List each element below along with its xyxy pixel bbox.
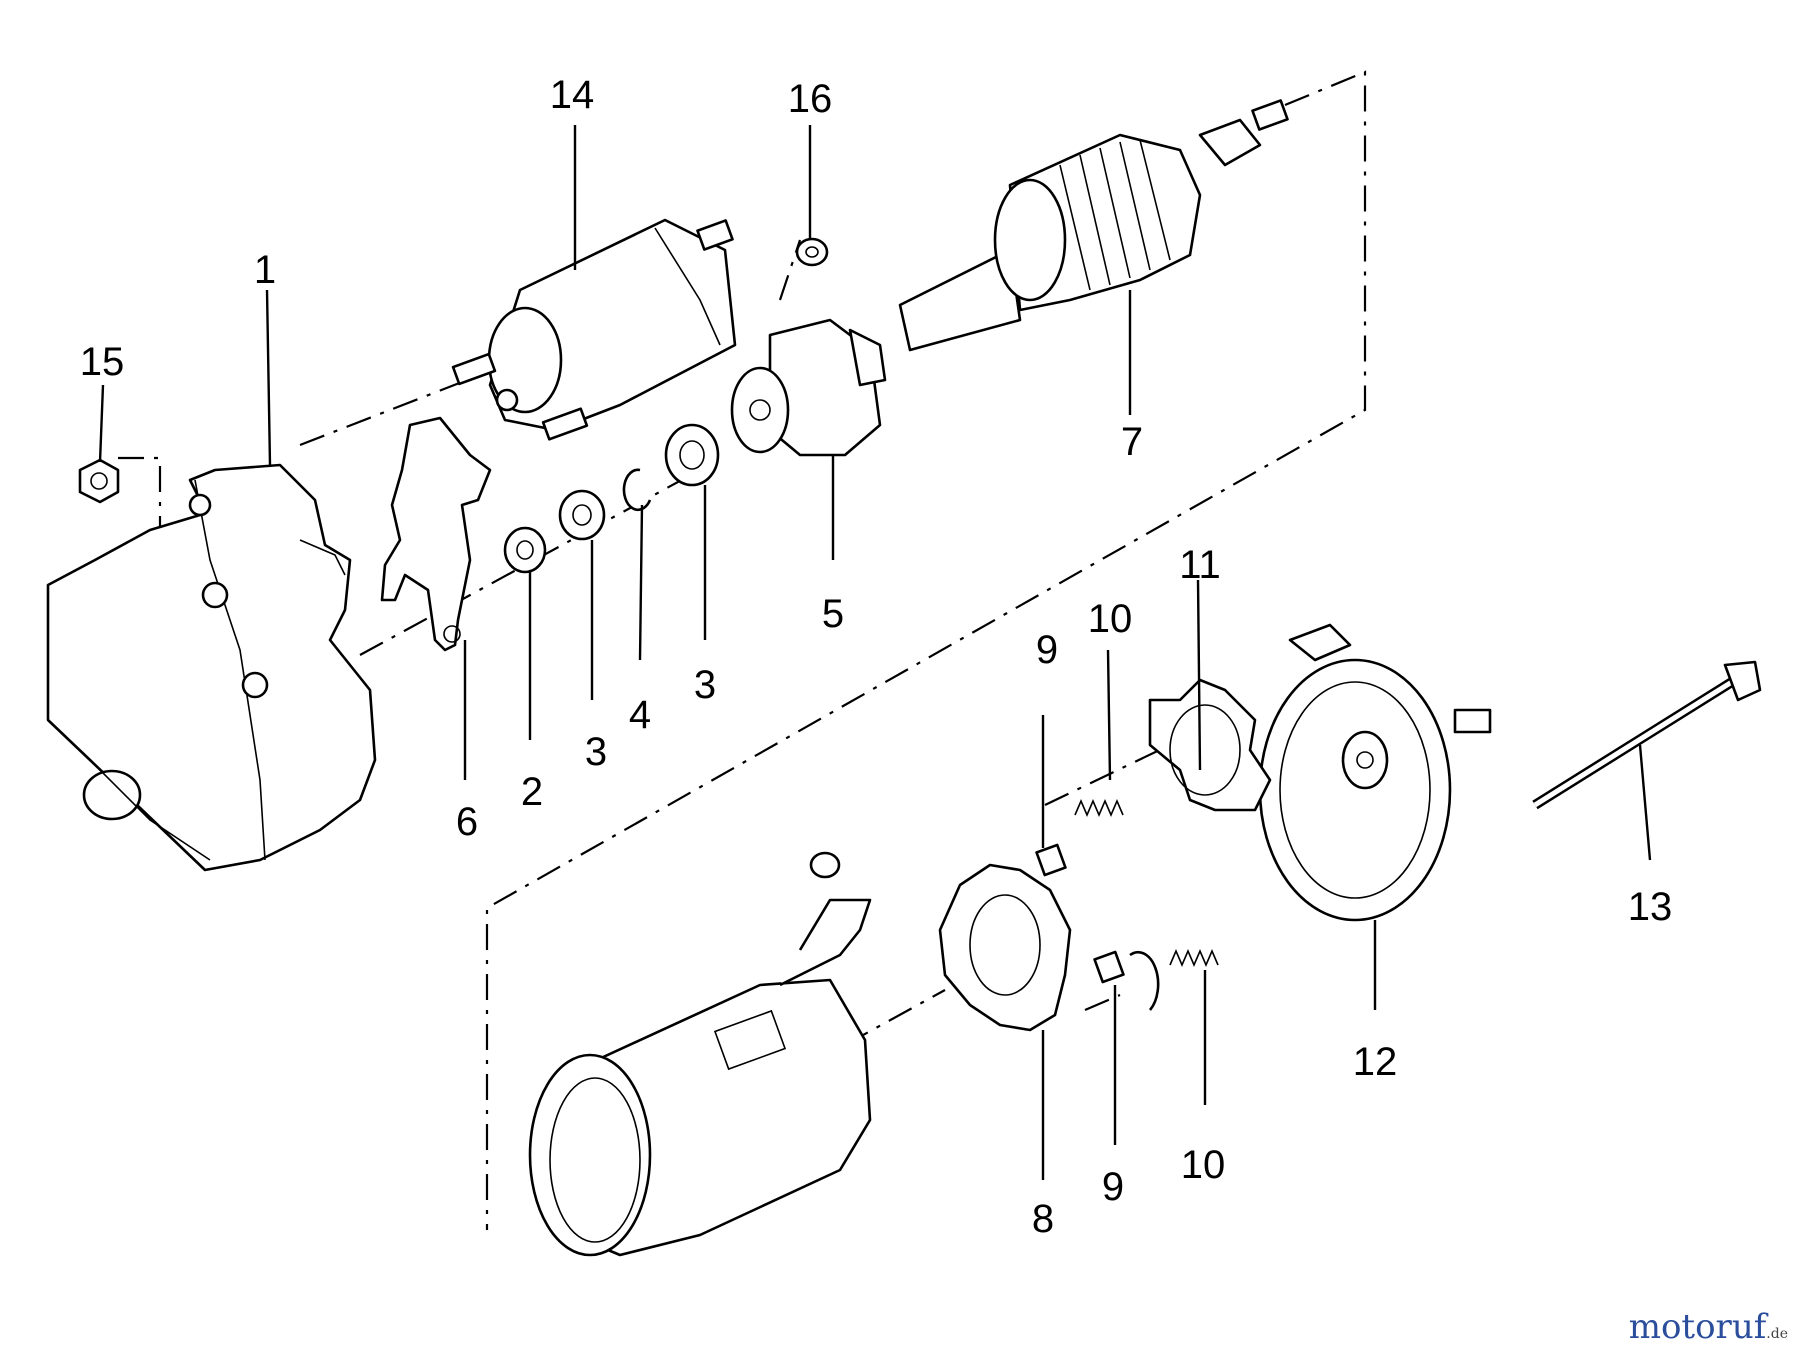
brush-holder	[938, 863, 1072, 1032]
callout-11: 11	[1179, 543, 1221, 587]
callout-labels: 1 2 3 3 4 5 6 7 8 9 9 10 10 11 12 13 14 …	[80, 73, 1673, 1241]
pinion-clutch	[730, 318, 887, 457]
callout-8: 8	[1032, 1197, 1054, 1241]
callout-9b: 9	[1102, 1165, 1124, 1209]
watermark-logo: motoruf.de	[1629, 1307, 1788, 1347]
callout-10a: 10	[1088, 597, 1133, 641]
brush-holder-plate	[1148, 678, 1272, 812]
washer-3a	[558, 489, 606, 541]
callout-9a: 9	[1036, 628, 1058, 672]
callout-14: 14	[550, 73, 595, 117]
spring-10b	[1169, 948, 1219, 968]
drive-end-housing	[46, 463, 377, 872]
callout-6: 6	[456, 800, 478, 844]
callout-3a: 3	[585, 730, 607, 774]
brush-9b	[1093, 950, 1160, 1011]
nut-16	[795, 237, 829, 267]
watermark-brand: motoruf	[1628, 1307, 1767, 1347]
callout-13: 13	[1628, 885, 1673, 929]
callout-16: 16	[788, 77, 833, 121]
spring-10a	[1074, 798, 1124, 818]
callout-3b: 3	[694, 663, 716, 707]
solenoid-switch	[451, 218, 737, 441]
callout-10b: 10	[1181, 1143, 1226, 1187]
shift-lever	[380, 416, 492, 652]
callout-2: 2	[521, 770, 543, 814]
washer-2	[503, 526, 547, 574]
snap-ring-4	[622, 468, 652, 512]
watermark-tld: .de	[1766, 1326, 1788, 1342]
nut-15	[78, 458, 120, 504]
leader-lines	[98, 125, 1652, 1180]
callout-12: 12	[1353, 1040, 1398, 1084]
callout-15: 15	[80, 340, 125, 384]
bearing-3b	[664, 423, 720, 487]
callout-7: 7	[1121, 420, 1143, 464]
callout-4: 4	[629, 693, 651, 737]
callout-5: 5	[822, 592, 844, 636]
field-frame-yoke	[528, 851, 872, 1257]
brush-9a	[1035, 843, 1067, 877]
callout-1: 1	[254, 248, 276, 292]
rear-end-cover	[1258, 623, 1492, 922]
armature	[898, 99, 1289, 352]
through-bolt	[1532, 660, 1762, 810]
